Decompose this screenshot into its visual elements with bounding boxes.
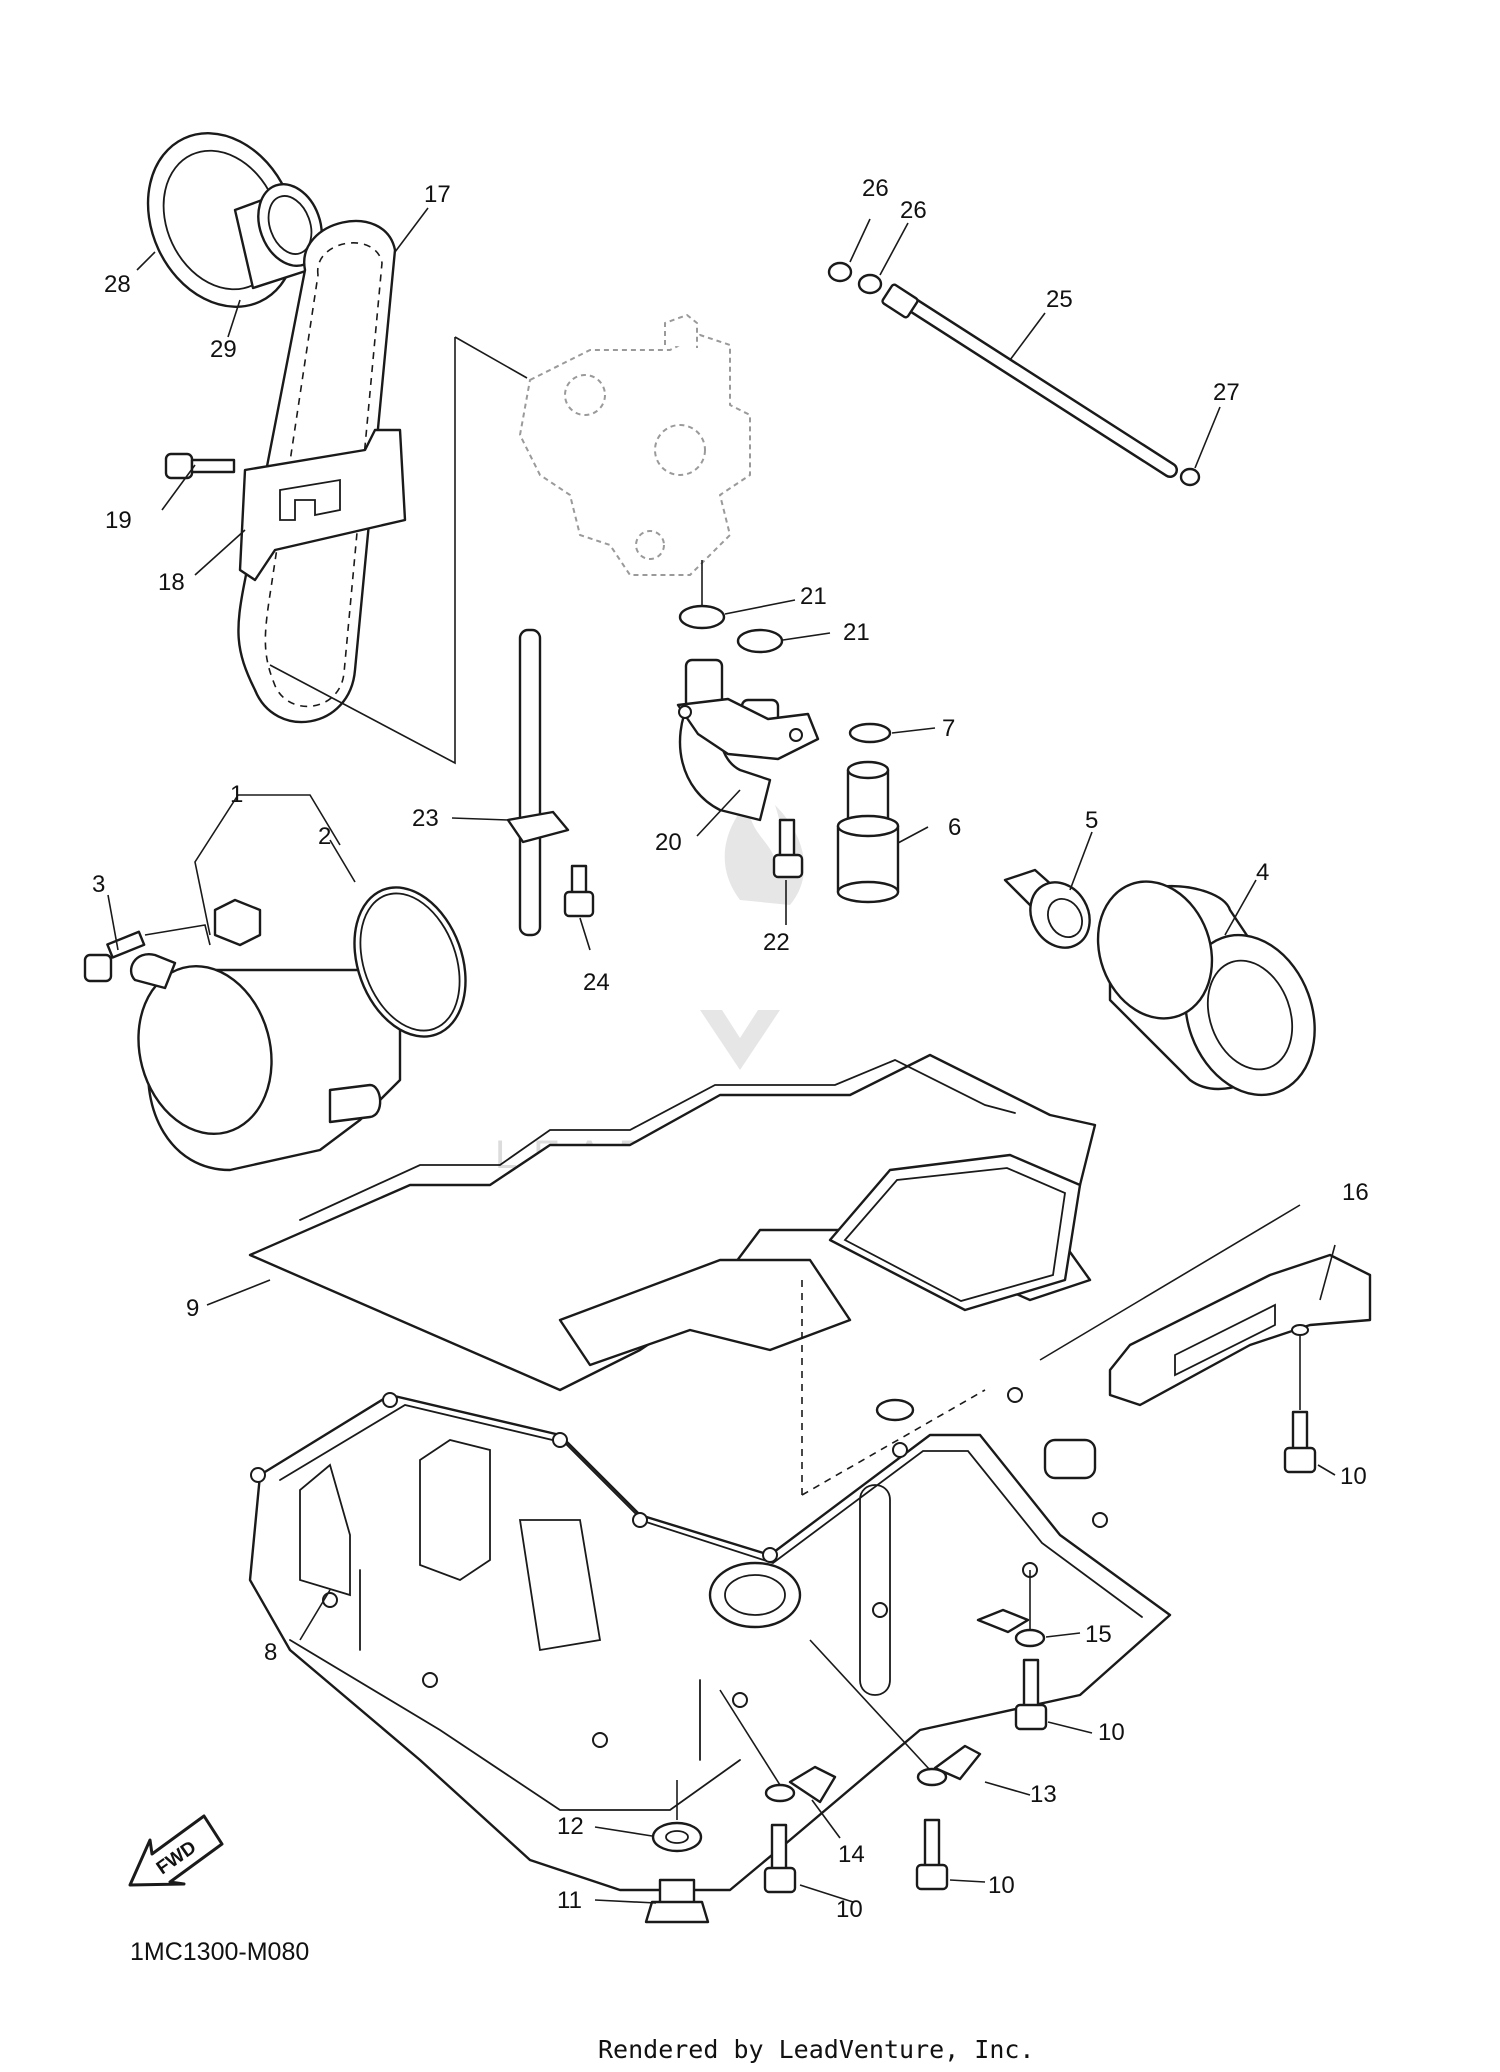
callout-16: 16: [1342, 1179, 1369, 1206]
part-12-washer: [651, 1821, 703, 1853]
part-10-bolt-a: [1283, 1410, 1317, 1474]
part-3-bolt: [83, 930, 146, 983]
part-14-clamp: [764, 1765, 837, 1804]
part-26-o-ring-a: [827, 261, 853, 283]
callout-18: 18: [158, 569, 185, 596]
callout-15: 15: [1085, 1621, 1112, 1648]
callout-7: 7: [942, 715, 955, 742]
leader-pump: [454, 336, 528, 379]
callout-22: 22: [763, 929, 790, 956]
callout-24: 24: [583, 969, 610, 996]
part-10-bolt-c: [915, 1818, 949, 1891]
callout-12: 12: [557, 1813, 584, 1840]
part-19-bolt: [164, 452, 236, 480]
part-13-clamp: [916, 1744, 982, 1787]
callout-labels: 1 2 3 4 5 6 7 8 9 10 10 10 10 10 11 12 1…: [92, 175, 1369, 1923]
callout-27: 27: [1213, 379, 1240, 406]
part-4-oil-filter: [1096, 880, 1316, 1097]
part-16-bracket: [1108, 1253, 1372, 1407]
part-2-o-ring: [353, 886, 467, 1038]
callout-17: 17: [424, 181, 451, 208]
callout-8: 8: [264, 1639, 277, 1666]
callout-10-d: 10: [836, 1896, 863, 1923]
callout-2: 2: [318, 823, 331, 850]
callout-21-b: 21: [843, 619, 870, 646]
part-9-gasket: [248, 1053, 1097, 1392]
part-10-bolt-d: [763, 1823, 797, 1894]
callout-6: 6: [948, 814, 961, 841]
callout-19: 19: [105, 507, 132, 534]
callout-10-b: 10: [1098, 1719, 1125, 1746]
oil-pump-ghost: [519, 314, 751, 576]
part-6-relief-valve: [836, 760, 900, 904]
callout-20: 20: [655, 829, 682, 856]
callout-11: 11: [557, 1887, 582, 1914]
callout-10-c: 10: [988, 1872, 1015, 1899]
callout-26-a: 26: [862, 175, 889, 202]
part-15-clamp: [976, 1608, 1046, 1648]
callout-25: 25: [1046, 286, 1073, 313]
diagram-code: 1MC1300-M080: [130, 1938, 309, 1966]
part-27-o-ring: [1179, 467, 1201, 487]
callout-21-a: 21: [800, 583, 827, 610]
callout-14: 14: [838, 1841, 865, 1868]
part-18-chain-guide: [238, 428, 407, 582]
part-20-oil-pipe: [676, 658, 820, 822]
part-1-oil-cooler: [129, 898, 402, 1172]
part-11-drain-bolt: [644, 1878, 710, 1924]
callout-28: 28: [104, 271, 131, 298]
leader-pump-to-chain: [269, 337, 456, 765]
part-10-bolt-b: [1014, 1658, 1048, 1731]
part-29-bearing: [233, 183, 323, 290]
fwd-arrow-icon: FWD: [128, 1814, 224, 1887]
part-22-bolt: [772, 818, 804, 879]
part-25-pipe: [881, 283, 1178, 478]
part-23-tube: [506, 628, 570, 937]
part-24-bolt: [563, 864, 595, 918]
callout-13: 13: [1030, 1781, 1057, 1808]
part-5-union-bolt: [1003, 868, 1091, 949]
footer-credit: Rendered by LeadVenture, Inc.: [598, 2035, 1035, 2064]
callout-23: 23: [412, 805, 439, 832]
callout-5: 5: [1085, 807, 1098, 834]
callout-3: 3: [92, 871, 105, 898]
callout-26-b: 26: [900, 197, 927, 224]
callout-1: 1: [230, 781, 243, 808]
callout-9: 9: [186, 1295, 199, 1322]
part-7-o-ring: [848, 722, 892, 744]
callout-10-a: 10: [1340, 1463, 1367, 1490]
part-21-o-ring-a: [678, 604, 726, 630]
callout-29: 29: [210, 336, 237, 363]
part-8-oil-pan: [248, 1387, 1172, 1892]
part-26-o-ring-b: [857, 273, 883, 295]
callout-leaders: [107, 207, 1336, 1904]
part-21-o-ring-b: [736, 628, 784, 654]
callout-4: 4: [1256, 859, 1269, 886]
